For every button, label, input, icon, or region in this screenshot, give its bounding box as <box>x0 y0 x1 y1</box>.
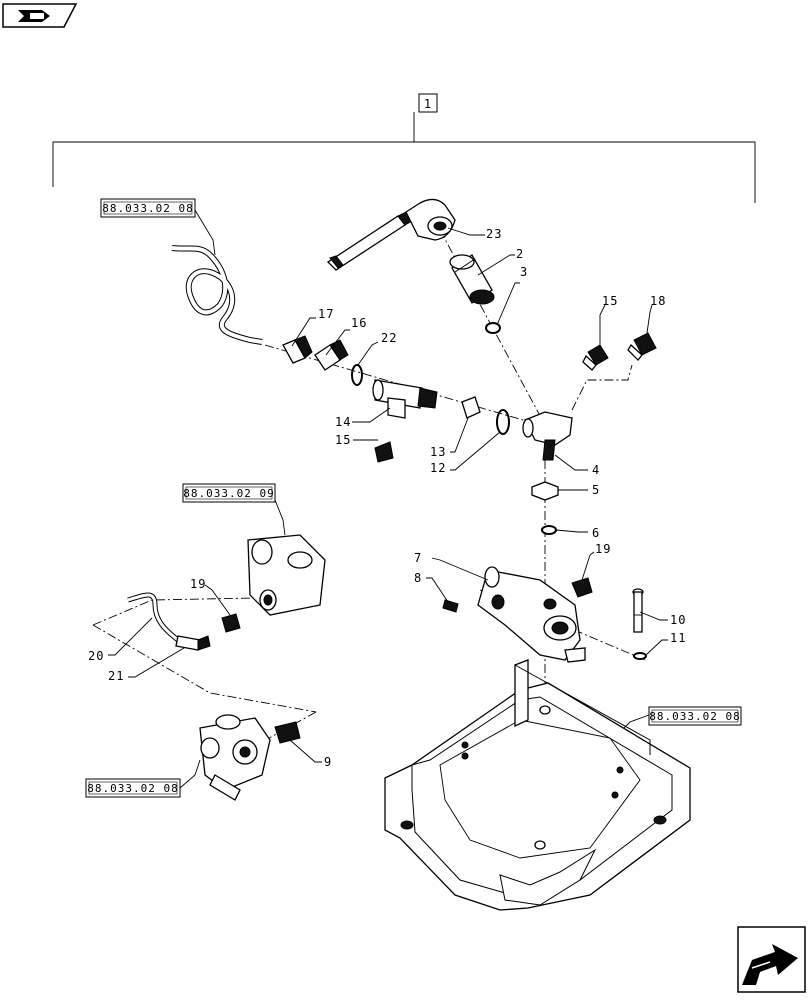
ref-label-bottom-left: 88.033.02 08 <box>87 782 178 795</box>
part-15-plug <box>582 344 609 371</box>
lower-valve <box>199 714 271 801</box>
part-8-screw <box>442 599 459 613</box>
part-23-connector <box>326 198 456 271</box>
part-19-plug <box>571 577 593 598</box>
chassis-frame <box>384 659 691 911</box>
assembly-number: 1 <box>424 97 432 111</box>
part-4-elbow <box>522 411 573 461</box>
part-9-fitting <box>274 721 301 744</box>
part-5-nut <box>531 481 559 501</box>
part-7-valve <box>477 566 586 663</box>
part-2-sensor <box>449 254 495 305</box>
callout-15-right: 15 <box>602 294 618 308</box>
part-20-hose <box>127 592 180 642</box>
part-12-oring <box>496 409 510 435</box>
part-6-washer <box>541 525 557 535</box>
ref-box-bottom-left[interactable]: 88.033.02 08 <box>85 778 181 798</box>
ref-box-top-left[interactable]: 88.033.02 08 <box>100 198 196 218</box>
callout-4: 4 <box>592 463 600 477</box>
part-3-seal <box>485 322 501 334</box>
callout-20: 20 <box>88 649 104 663</box>
callout-17: 17 <box>318 307 334 321</box>
part-15-cap <box>374 441 394 463</box>
callout-21: 21 <box>108 669 124 683</box>
previous-page-icon[interactable] <box>2 3 78 28</box>
ref-label-top-left: 88.033.02 08 <box>102 202 193 215</box>
callout-10: 10 <box>670 613 686 627</box>
part-10-bolt <box>632 588 644 633</box>
ref-box-mid-left[interactable]: 88.033.02 09 <box>182 483 276 503</box>
part-17-fitting <box>282 335 313 364</box>
part-16-fitting <box>314 339 349 371</box>
callout-8: 8 <box>414 571 422 585</box>
callout-13: 13 <box>430 445 446 459</box>
ref-label-mid-left: 88.033.02 09 <box>183 487 274 500</box>
callout-23: 23 <box>486 227 502 241</box>
callouts: 23 2 3 17 16 22 14 15 13 12 4 5 6 15 18 … <box>88 227 686 769</box>
hose <box>171 245 263 345</box>
assembly-bracket: 1 <box>52 93 756 203</box>
master-cylinder <box>247 534 326 616</box>
callout-18: 18 <box>650 294 666 308</box>
callout-16: 16 <box>351 316 367 330</box>
ref-label-right: 88.033.02 08 <box>649 710 740 723</box>
callout-22: 22 <box>381 331 397 345</box>
part-18-plug <box>627 332 657 361</box>
callout-11: 11 <box>670 631 686 645</box>
callout-19-left: 19 <box>190 577 206 591</box>
callout-19-right: 19 <box>595 542 611 556</box>
callout-14: 14 <box>335 415 351 429</box>
callout-3: 3 <box>520 265 528 279</box>
part-19-plug-left <box>221 613 241 633</box>
callout-5: 5 <box>592 483 600 497</box>
part-21-fitting <box>175 635 211 651</box>
callout-6: 6 <box>592 526 600 540</box>
part-13-nut <box>461 396 481 419</box>
ref-box-right[interactable]: 88.033.02 08 <box>648 706 742 726</box>
callout-12: 12 <box>430 461 446 475</box>
callout-2: 2 <box>516 247 524 261</box>
next-page-icon[interactable] <box>737 926 806 993</box>
part-11-washer <box>633 652 647 660</box>
callout-15-left: 15 <box>335 433 351 447</box>
callout-9: 9 <box>324 755 332 769</box>
part-14-tee <box>372 379 438 419</box>
callout-7: 7 <box>414 551 422 565</box>
part-22-oring <box>351 364 363 386</box>
